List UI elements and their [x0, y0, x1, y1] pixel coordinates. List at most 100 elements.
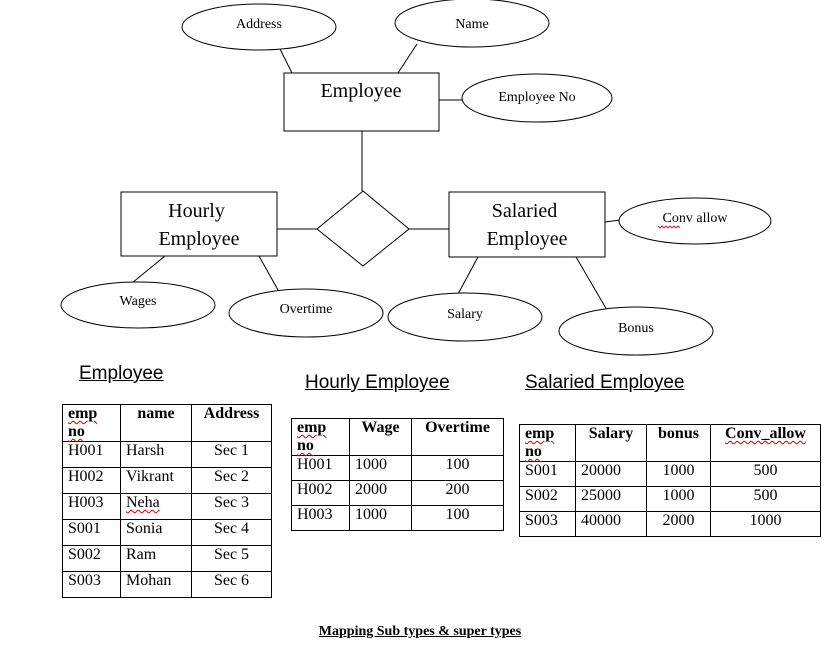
conv-allow-attribute-label: Conv allow	[663, 211, 729, 226]
cell: 500	[710, 461, 821, 487]
connector-conv-allow	[604, 219, 621, 223]
address-attribute-ellipse	[181, 3, 337, 51]
wages-attribute-label: Wages	[120, 294, 157, 309]
cell: 2000	[349, 480, 412, 506]
col-header-overtime: Overtime	[411, 418, 504, 456]
cell: 100	[411, 455, 504, 481]
cell: H002	[62, 467, 121, 494]
employee-table-title: Employee	[79, 363, 164, 384]
employee-entity-line: Employee	[320, 80, 401, 102]
col-header-emp-no: emp no	[291, 418, 350, 456]
cell: 20000	[575, 461, 647, 487]
employee-no-attribute-label: Employee No	[498, 90, 575, 105]
header-text: emp no	[297, 419, 327, 454]
hourly-entity-line-1: Hourly	[168, 200, 225, 222]
address-attribute-label: Address	[236, 17, 282, 32]
salaried-entity-line-1: Salaried	[492, 200, 558, 222]
connector-salary	[457, 256, 479, 295]
cell: 1000	[710, 511, 821, 537]
er-diagram: Employee Hourly Employee Salaried Employ…	[60, 0, 772, 356]
cell: Ram	[120, 545, 192, 572]
conv-spellcheck-squiggle	[657, 225, 681, 229]
cell: 40000	[575, 511, 647, 537]
cell: S001	[62, 519, 121, 546]
cell: H001	[291, 455, 350, 481]
cell: 1000	[646, 461, 711, 487]
cell: H003	[291, 505, 350, 531]
overtime-attribute-ellipse	[228, 288, 384, 338]
col-header-wage: Wage	[349, 418, 412, 456]
salaried-entity-line-2: Employee	[486, 228, 567, 250]
salary-attribute-ellipse	[387, 292, 543, 342]
connector-wages	[131, 255, 166, 284]
bonus-attribute-ellipse	[558, 306, 714, 356]
cell: 1000	[349, 505, 412, 531]
table-header-row: emp no Wage Overtime	[291, 418, 504, 456]
salaried-table-title: Salaried Employee	[525, 372, 685, 393]
overtime-attribute-label: Overtime	[280, 302, 333, 317]
cell: Harsh	[120, 441, 192, 468]
header-text: Conv_allow	[725, 425, 806, 442]
col-header-bonus: bonus	[646, 424, 711, 462]
col-header-name: name	[120, 404, 192, 442]
col-header-conv-allow: Conv_allow	[710, 424, 821, 462]
cell: 200	[411, 480, 504, 506]
table-row: H003 Neha Sec 3	[62, 493, 272, 520]
cell: Vikrant	[120, 467, 192, 494]
header-text: emp no	[525, 425, 555, 460]
employee-no-attribute-ellipse	[461, 73, 613, 123]
salaried-employee-entity-box	[448, 191, 606, 258]
cell: 25000	[575, 486, 647, 512]
header-text: emp no	[68, 405, 98, 440]
connector-name	[397, 43, 418, 74]
cell: Sonia	[120, 519, 192, 546]
col-header-emp-no: emp no	[519, 424, 576, 462]
cell: Sec 1	[191, 441, 272, 468]
salary-attribute-label: Salary	[447, 307, 483, 322]
employee-entity-box	[283, 72, 440, 132]
cell: 100	[411, 505, 504, 531]
wages-attribute-ellipse	[60, 281, 216, 329]
name-attribute-ellipse	[394, 0, 550, 48]
cell: S002	[62, 545, 121, 572]
hourly-employee-entity-label: Hourly Employee	[158, 200, 239, 250]
cell: Sec 6	[191, 571, 272, 598]
cell: H001	[62, 441, 121, 468]
cell: Sec 5	[191, 545, 272, 572]
connector-overtime	[258, 255, 279, 291]
cell-text: Neha	[126, 494, 160, 511]
cell: H002	[291, 480, 350, 506]
figure-caption: Mapping Sub types & super types	[318, 624, 522, 639]
cell: H003	[62, 493, 121, 520]
col-header-address: Address	[191, 404, 272, 442]
hourly-employee-entity-box	[120, 191, 278, 257]
cell: Neha	[120, 493, 192, 520]
cell: S001	[519, 461, 576, 487]
cell: 2000	[646, 511, 711, 537]
isa-relationship-diamond	[316, 190, 410, 267]
employee-entity-label: Employee	[320, 80, 401, 102]
cell: 500	[710, 486, 821, 512]
cell: Mohan	[120, 571, 192, 598]
conv-allow-attribute-ellipse	[618, 197, 772, 245]
cell: S003	[519, 511, 576, 537]
connector-bonus	[575, 256, 608, 311]
cell: Sec 3	[191, 493, 272, 520]
table-header-row: emp no name Address	[62, 404, 272, 442]
cell: Sec 4	[191, 519, 272, 546]
cell: 1000	[349, 455, 412, 481]
col-header-salary: Salary	[575, 424, 647, 462]
cell: 1000	[646, 486, 711, 512]
hourly-table-title: Hourly Employee	[305, 372, 450, 393]
